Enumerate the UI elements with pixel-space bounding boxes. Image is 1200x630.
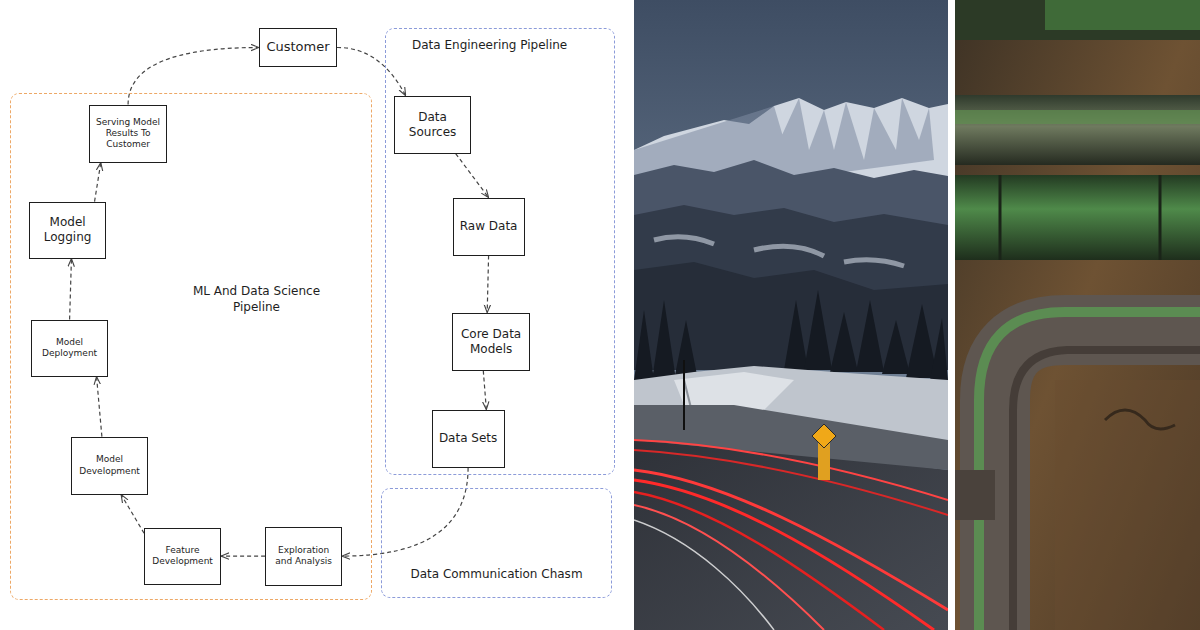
process-box: Feature Development	[144, 528, 221, 585]
box-label: Data Sources	[398, 110, 467, 140]
box-label: Model Development	[75, 454, 144, 477]
pipeline-region: Data Engineering PipelineData SourcesRaw…	[385, 28, 615, 475]
process-box: Exploration and Analysis	[265, 527, 342, 586]
box-label: Model Logging	[33, 215, 102, 245]
box-label: Customer	[266, 39, 329, 55]
process-box: Model Logging	[29, 202, 106, 259]
box-label: Model Deployment	[35, 337, 104, 360]
flow-arrow	[456, 154, 489, 198]
region-title: ML And Data Science Pipeline	[179, 284, 334, 315]
flow-arrow	[221, 555, 265, 556]
flow-arrow	[97, 377, 102, 437]
box-label: Core Data Models	[456, 327, 526, 357]
box-label: Data Sets	[439, 431, 497, 446]
industrial-pipes-photo	[955, 0, 1200, 630]
process-box: Customer	[259, 28, 337, 67]
process-box: Core Data Models	[452, 313, 530, 371]
mountain-highway-photo	[634, 0, 948, 630]
box-label: Exploration and Analysis	[269, 545, 338, 568]
process-box: Raw Data	[453, 198, 525, 256]
region-title: Data Communication Chasm	[390, 567, 603, 583]
flow-arrow	[487, 256, 488, 313]
region-title: Data Engineering Pipeline	[412, 38, 607, 54]
pipeline-region: ML And Data Science PipelineExploration …	[10, 93, 372, 600]
box-label: Raw Data	[460, 219, 518, 234]
flow-arrow	[483, 371, 486, 410]
pipeline-region: Data Communication Chasm	[381, 488, 612, 598]
process-box: Serving Model Results To Customer	[89, 105, 167, 163]
process-box: Model Deployment	[31, 320, 108, 377]
flow-arrow	[70, 259, 72, 320]
process-box: Data Sources	[394, 96, 471, 154]
flow-arrow	[121, 495, 144, 534]
flow-arrow	[128, 48, 259, 105]
flow-arrow	[95, 163, 101, 202]
process-box: Model Development	[71, 437, 148, 495]
box-label: Feature Development	[148, 545, 217, 568]
box-label: Serving Model Results To Customer	[93, 117, 163, 151]
flow-arrow	[337, 47, 406, 95]
process-box: Data Sets	[432, 410, 505, 468]
flow-arrow	[342, 468, 468, 557]
